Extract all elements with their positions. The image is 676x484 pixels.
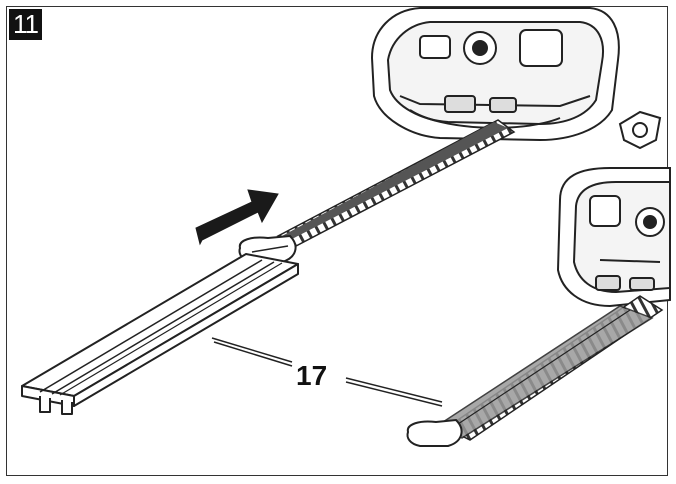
part-callout-label: 17 [296, 360, 328, 391]
trimmer-housing-upper [370, 7, 620, 142]
blade-upper [238, 119, 516, 263]
arrow-right-icon [195, 189, 279, 246]
blade-lower [406, 295, 664, 447]
trimmer-housing-lower [556, 110, 671, 308]
callout-leader-lines [211, 337, 443, 407]
blade-guard [21, 253, 299, 415]
step-number-badge: 11 [9, 9, 42, 40]
